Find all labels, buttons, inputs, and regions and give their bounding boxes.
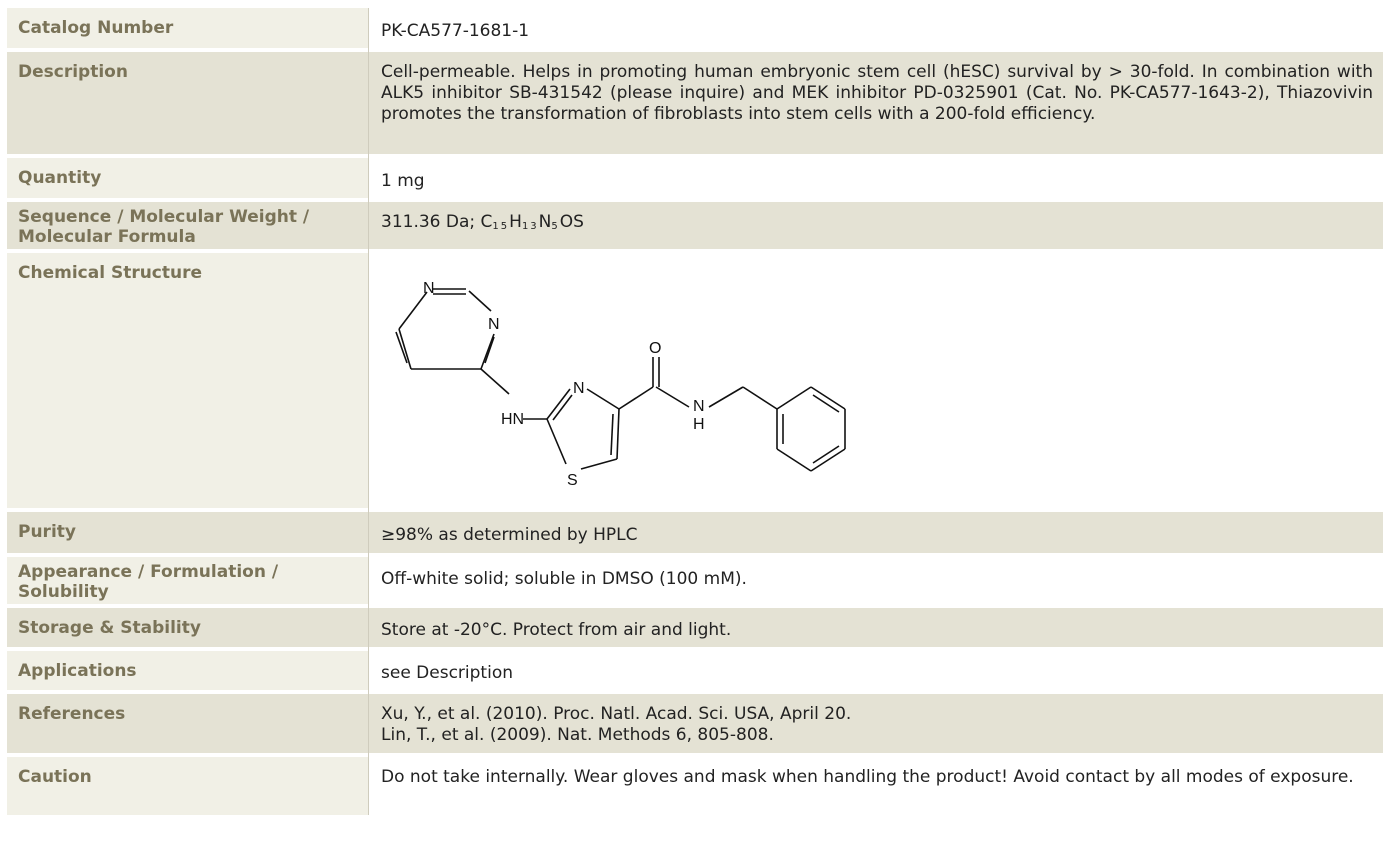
- purity-label: Purity: [7, 512, 369, 553]
- row-applications: Applications see Description: [7, 651, 1383, 690]
- atom-n2: N: [488, 316, 500, 333]
- reference-item: Xu, Y., et al. (2010). Proc. Natl. Acad.…: [381, 704, 852, 724]
- appearance-label: Appearance / Formulation / Solubility: [7, 557, 369, 604]
- catalog-number-label: Catalog Number: [7, 8, 369, 48]
- row-quantity: Quantity 1 mg: [7, 158, 1383, 198]
- row-chemical-structure: Chemical Structure: [7, 253, 1383, 508]
- row-storage: Storage & Stability Store at -20°C. Prot…: [7, 608, 1383, 647]
- caution-value: Do not take internally. Wear gloves and …: [381, 767, 1354, 787]
- atom-amide-h: H: [693, 416, 705, 433]
- atom-n3: N: [573, 380, 585, 397]
- row-sequence: Sequence / Molecular Weight / Molecular …: [7, 202, 1383, 249]
- atom-hn: HN: [501, 411, 524, 428]
- atom-amide-n: N: [693, 398, 705, 415]
- storage-label: Storage & Stability: [7, 608, 369, 647]
- references-label: References: [7, 694, 369, 753]
- row-catalog-number: Catalog Number PK-CA577-1681-1: [7, 8, 1383, 48]
- row-appearance: Appearance / Formulation / Solubility Of…: [7, 557, 1383, 604]
- sequence-value: 311.36 Da; C15H13N5OS: [369, 202, 1383, 249]
- applications-value: see Description: [381, 663, 513, 683]
- purity-value: ≥98% as determined by HPLC: [369, 512, 1383, 553]
- description-value: Cell-permeable. Helps in promoting human…: [369, 52, 1383, 154]
- atom-s: S: [567, 472, 578, 489]
- chemical-structure-diagram: N N HN N S O N H: [395, 280, 846, 489]
- product-datasheet: Catalog Number PK-CA577-1681-1 Descripti…: [7, 8, 1383, 815]
- sequence-label: Sequence / Molecular Weight / Molecular …: [7, 202, 369, 249]
- description-label: Description: [7, 52, 369, 154]
- quantity-label: Quantity: [7, 158, 369, 198]
- reference-item: Lin, T., et al. (2009). Nat. Methods 6, …: [381, 725, 774, 745]
- caution-label: Caution: [7, 757, 369, 815]
- chemical-structure-cell: N N HN N S O N H: [369, 253, 1383, 508]
- row-description: Description Cell-permeable. Helps in pro…: [7, 52, 1383, 154]
- atom-n1: N: [423, 280, 435, 297]
- references-value: Xu, Y., et al. (2010). Proc. Natl. Acad.…: [369, 694, 1383, 753]
- row-references: References Xu, Y., et al. (2010). Proc. …: [7, 694, 1383, 753]
- quantity-value: 1 mg: [381, 171, 425, 191]
- atom-o: O: [649, 340, 661, 357]
- appearance-value: Off-white solid; soluble in DMSO (100 mM…: [381, 569, 747, 589]
- chemical-structure-label: Chemical Structure: [7, 253, 369, 508]
- storage-value: Store at -20°C. Protect from air and lig…: [369, 608, 1383, 647]
- applications-label: Applications: [7, 651, 369, 690]
- row-caution: Caution Do not take internally. Wear glo…: [7, 757, 1383, 815]
- row-purity: Purity ≥98% as determined by HPLC: [7, 512, 1383, 553]
- catalog-number-value: PK-CA577-1681-1: [381, 21, 530, 41]
